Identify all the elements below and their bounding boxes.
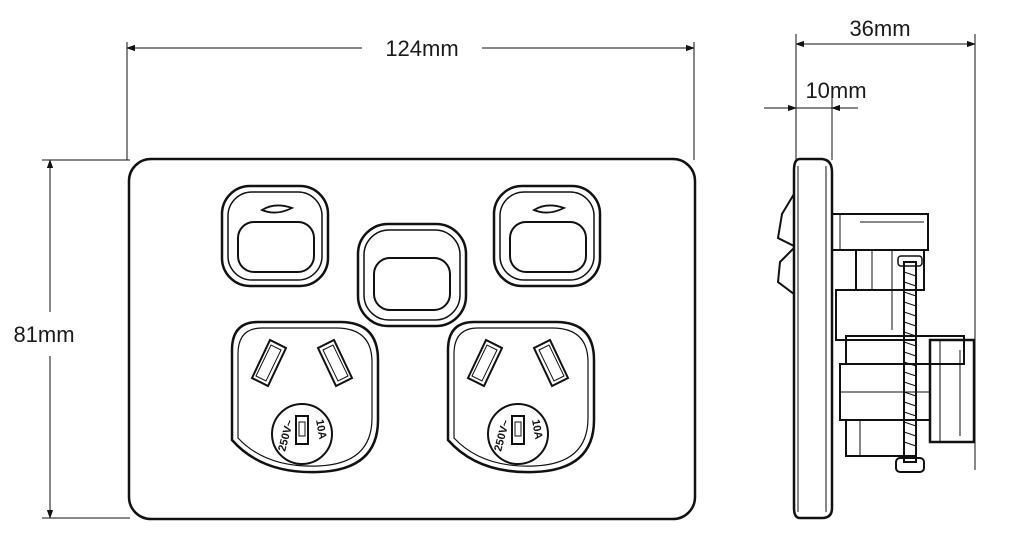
side-switch-rocker-top [776,190,795,248]
right-neutral-pin-slot [532,338,570,388]
left-earth-rating-ring: 250V~ 10A [271,403,333,465]
plate-thickness-dimension: 10mm [764,78,867,160]
side-view: 36mm 10mm [764,16,976,520]
plate-thickness-label: 10mm [805,78,866,103]
wall-plate [127,157,697,521]
left-voltage-rating: 250V~ [276,418,296,453]
left-current-rating: 10A [313,418,328,440]
side-mounting-screw [895,255,925,473]
front-view: 124mm 81mm [13,36,697,521]
depth-label: 36mm [849,16,910,41]
center-switch [356,222,468,328]
right-active-pin-slot [466,338,504,388]
right-earth-rating-ring: 250V~ 10A [487,403,549,465]
side-plate-profile [792,157,834,520]
left-neutral-pin-slot [316,338,354,388]
right-switch [492,184,602,288]
height-dimension: 81mm [13,159,130,519]
side-switch-rocker-bottom [776,245,795,296]
width-label: 124mm [385,36,458,61]
left-socket-outlet: 250V~ 10A [230,320,380,474]
right-voltage-rating: 250V~ [492,418,512,453]
right-socket-outlet: 250V~ 10A [446,320,596,474]
left-active-pin-slot [250,338,288,388]
height-label: 81mm [13,322,74,347]
right-current-rating: 10A [529,418,544,440]
left-switch [220,184,330,288]
width-dimension: 124mm [126,36,695,160]
